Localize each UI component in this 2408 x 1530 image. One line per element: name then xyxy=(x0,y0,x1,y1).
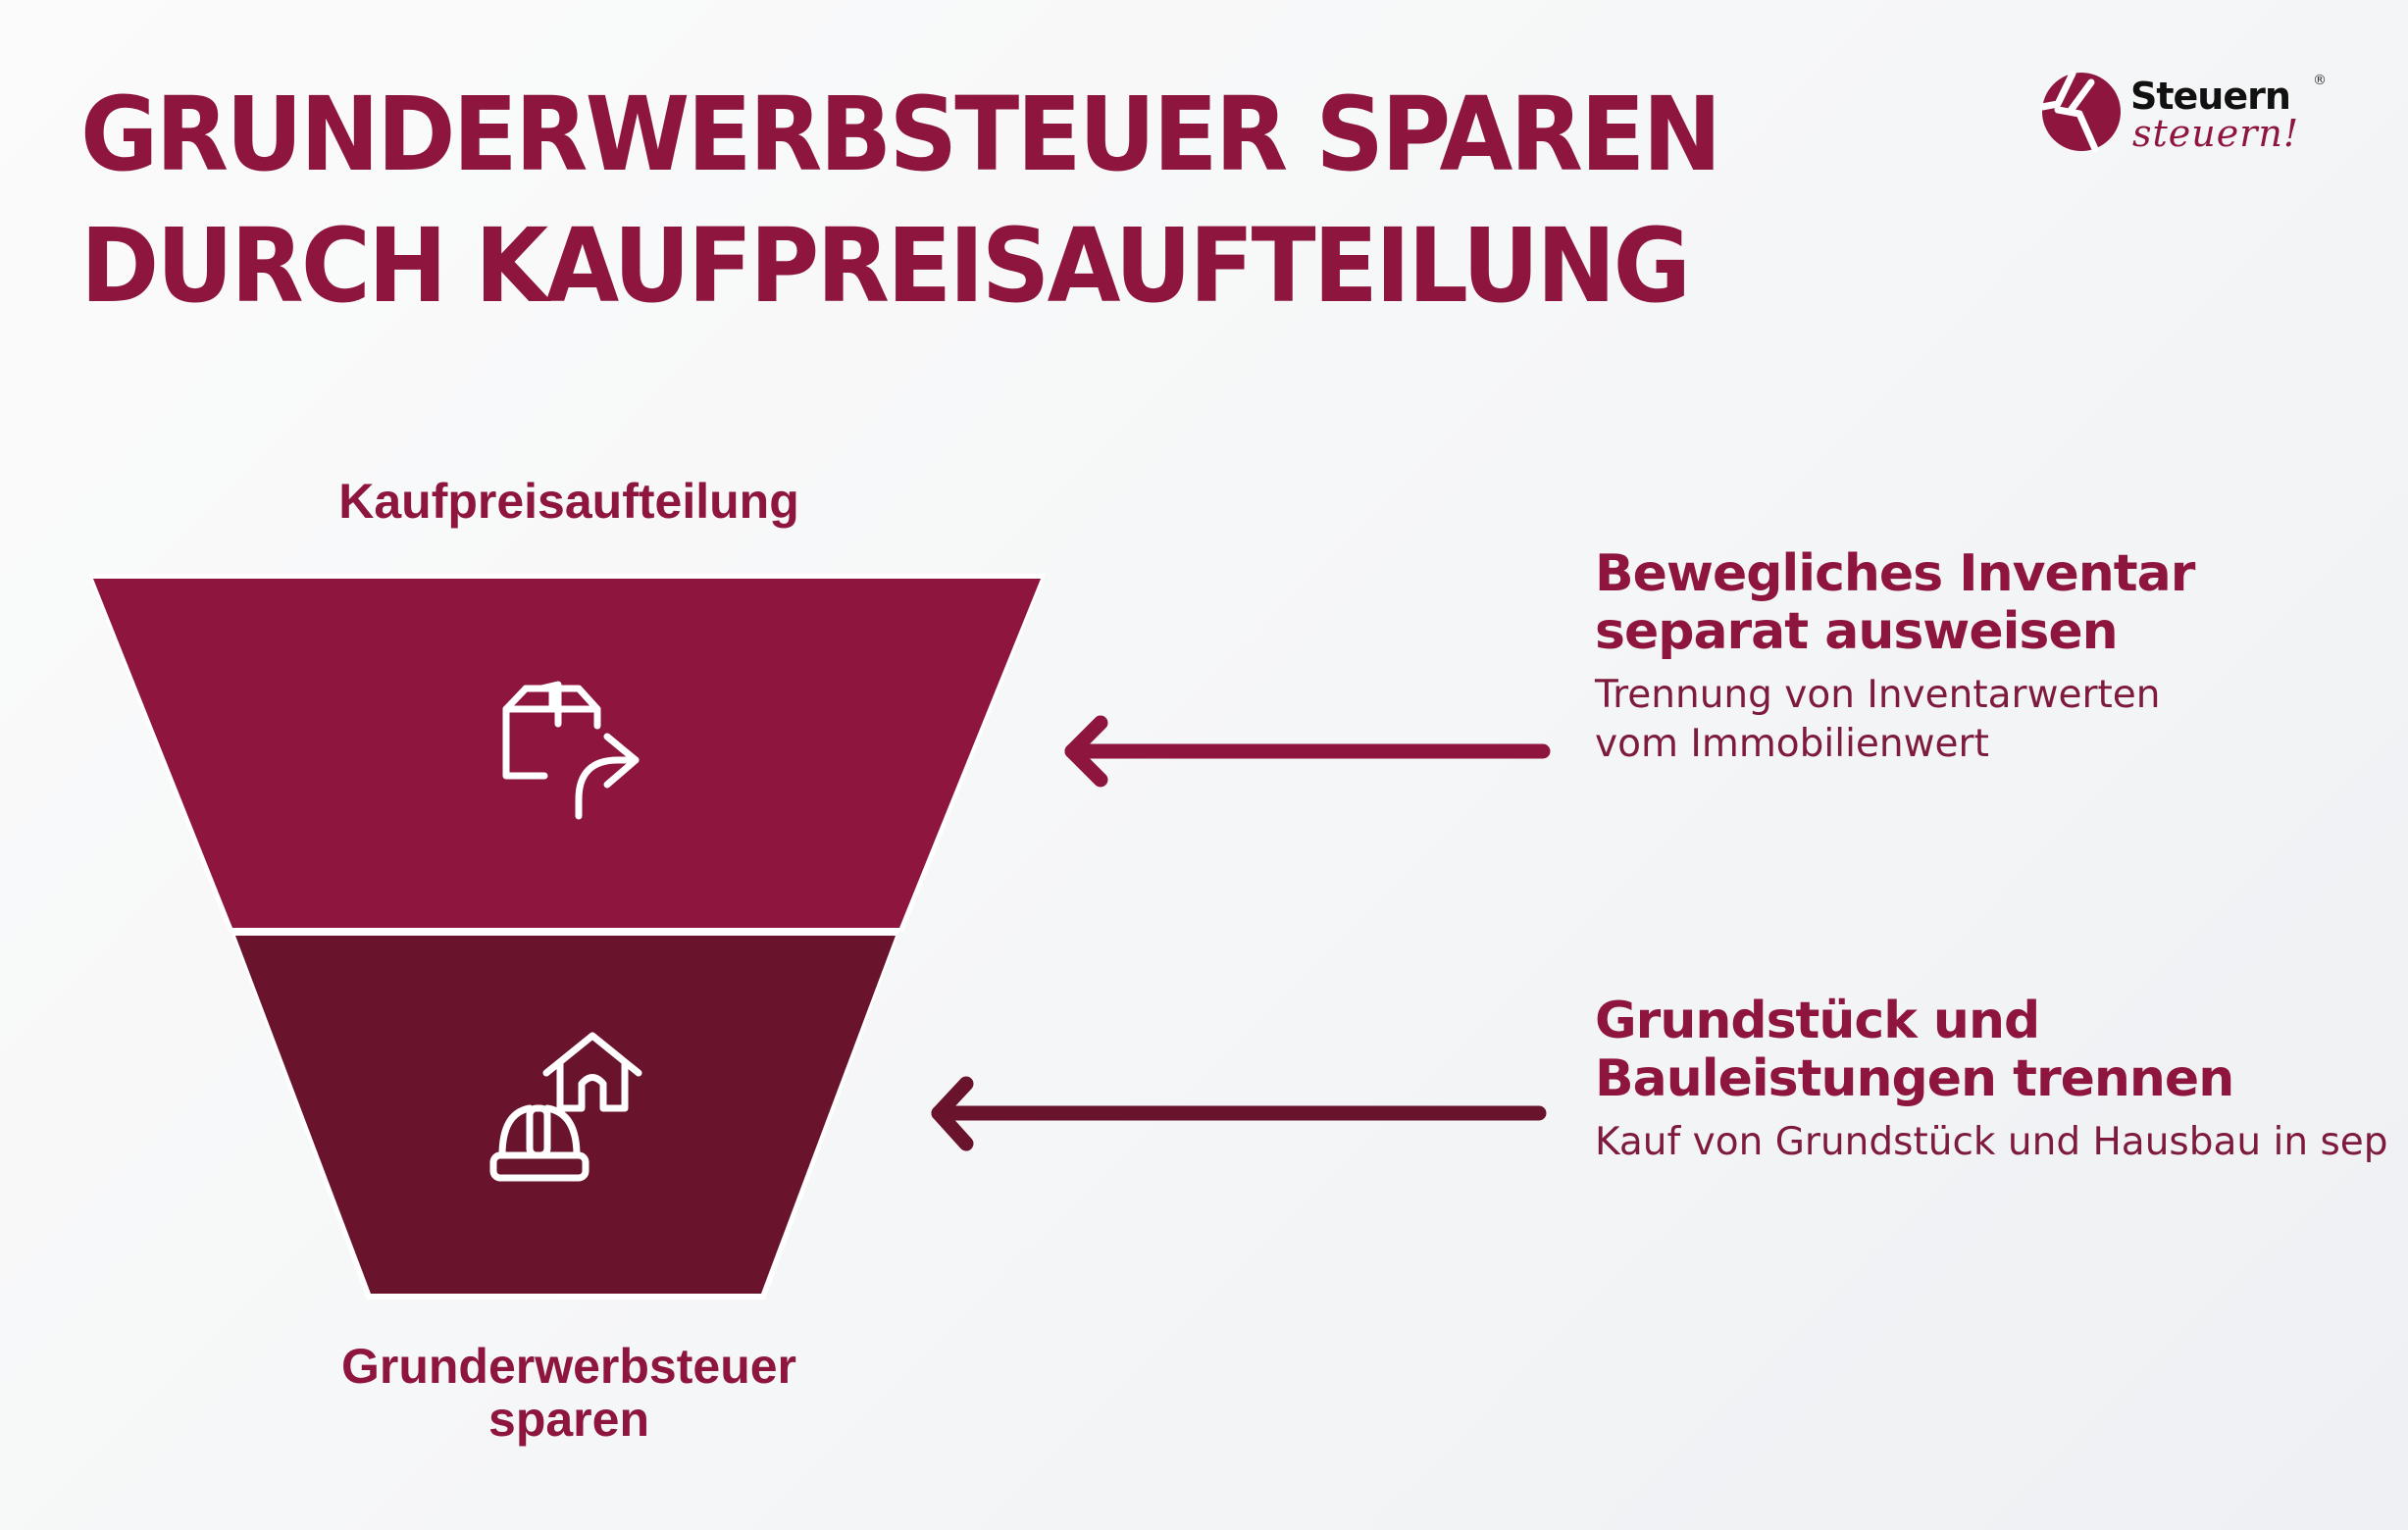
funnel-bottom-label-line-1: Grunderwerbsteuer xyxy=(340,1339,796,1394)
funnel-bottom-label-line-2: sparen xyxy=(488,1392,649,1447)
callout-inventar-title-line-2: separat ausweisen xyxy=(1595,602,2119,661)
callout-inventar-description-line-2: vom Immobilienwert xyxy=(1595,722,1989,766)
callout-inventar: Bewegliches Inventar separat ausweisen T… xyxy=(1595,544,2195,769)
arrow-left-1-icon xyxy=(1064,715,1551,788)
house-hardhat-icon xyxy=(489,1032,642,1182)
callout-grundstueck-title: Grundstück und Bauleistungen trennen xyxy=(1595,993,2388,1108)
brand-logo: Steuern ® steuern! xyxy=(2040,71,2334,159)
callout-inventar-description: Trennung von Inventarwerten vom Immobili… xyxy=(1595,671,2194,769)
page-title-line-1: GRUNDERWERBSTEUER SPAREN xyxy=(80,75,1721,194)
callout-inventar-description-line-1: Trennung von Inventarwerten xyxy=(1595,673,2161,717)
package-export-icon xyxy=(502,681,640,820)
callout-grundstueck-title-line-1: Grundstück und xyxy=(1595,992,2040,1050)
funnel-top-label: Kaufpreisaufteilung xyxy=(338,474,799,529)
arrow-left-2-icon xyxy=(931,1076,1547,1151)
callout-grundstueck-description: Kauf von Grundstück und Hausbau in sep xyxy=(1595,1118,2388,1167)
callout-grundstueck-title-line-2: Bauleistungen trennen xyxy=(1595,1049,2234,1108)
callout-inventar-title-line-1: Bewegliches Inventar xyxy=(1595,544,2195,603)
callout-inventar-title: Bewegliches Inventar separat ausweisen xyxy=(1595,544,2195,661)
logo-mark-icon xyxy=(2040,71,2121,153)
logo-text-steuern-script: steuern! xyxy=(2132,112,2300,155)
registered-mark: ® xyxy=(2313,73,2327,88)
page-title-line-2: DURCH KAUFPREISAUFTEILUNG xyxy=(80,206,1691,326)
callout-grundstueck-description-line-1: Kauf von Grundstück und Hausbau in sep xyxy=(1595,1120,2388,1164)
logo-text-steuern: Steuern xyxy=(2130,75,2291,118)
funnel-bottom-label: Grunderwerbsteuer sparen xyxy=(235,1340,902,1446)
page-title: GRUNDERWERBSTEUER SPAREN DURCH KAUFPREIS… xyxy=(80,69,1721,332)
funnel-stage-1 xyxy=(93,579,1041,928)
callout-grundstueck: Grundstück und Bauleistungen trennen Kau… xyxy=(1595,993,2388,1167)
